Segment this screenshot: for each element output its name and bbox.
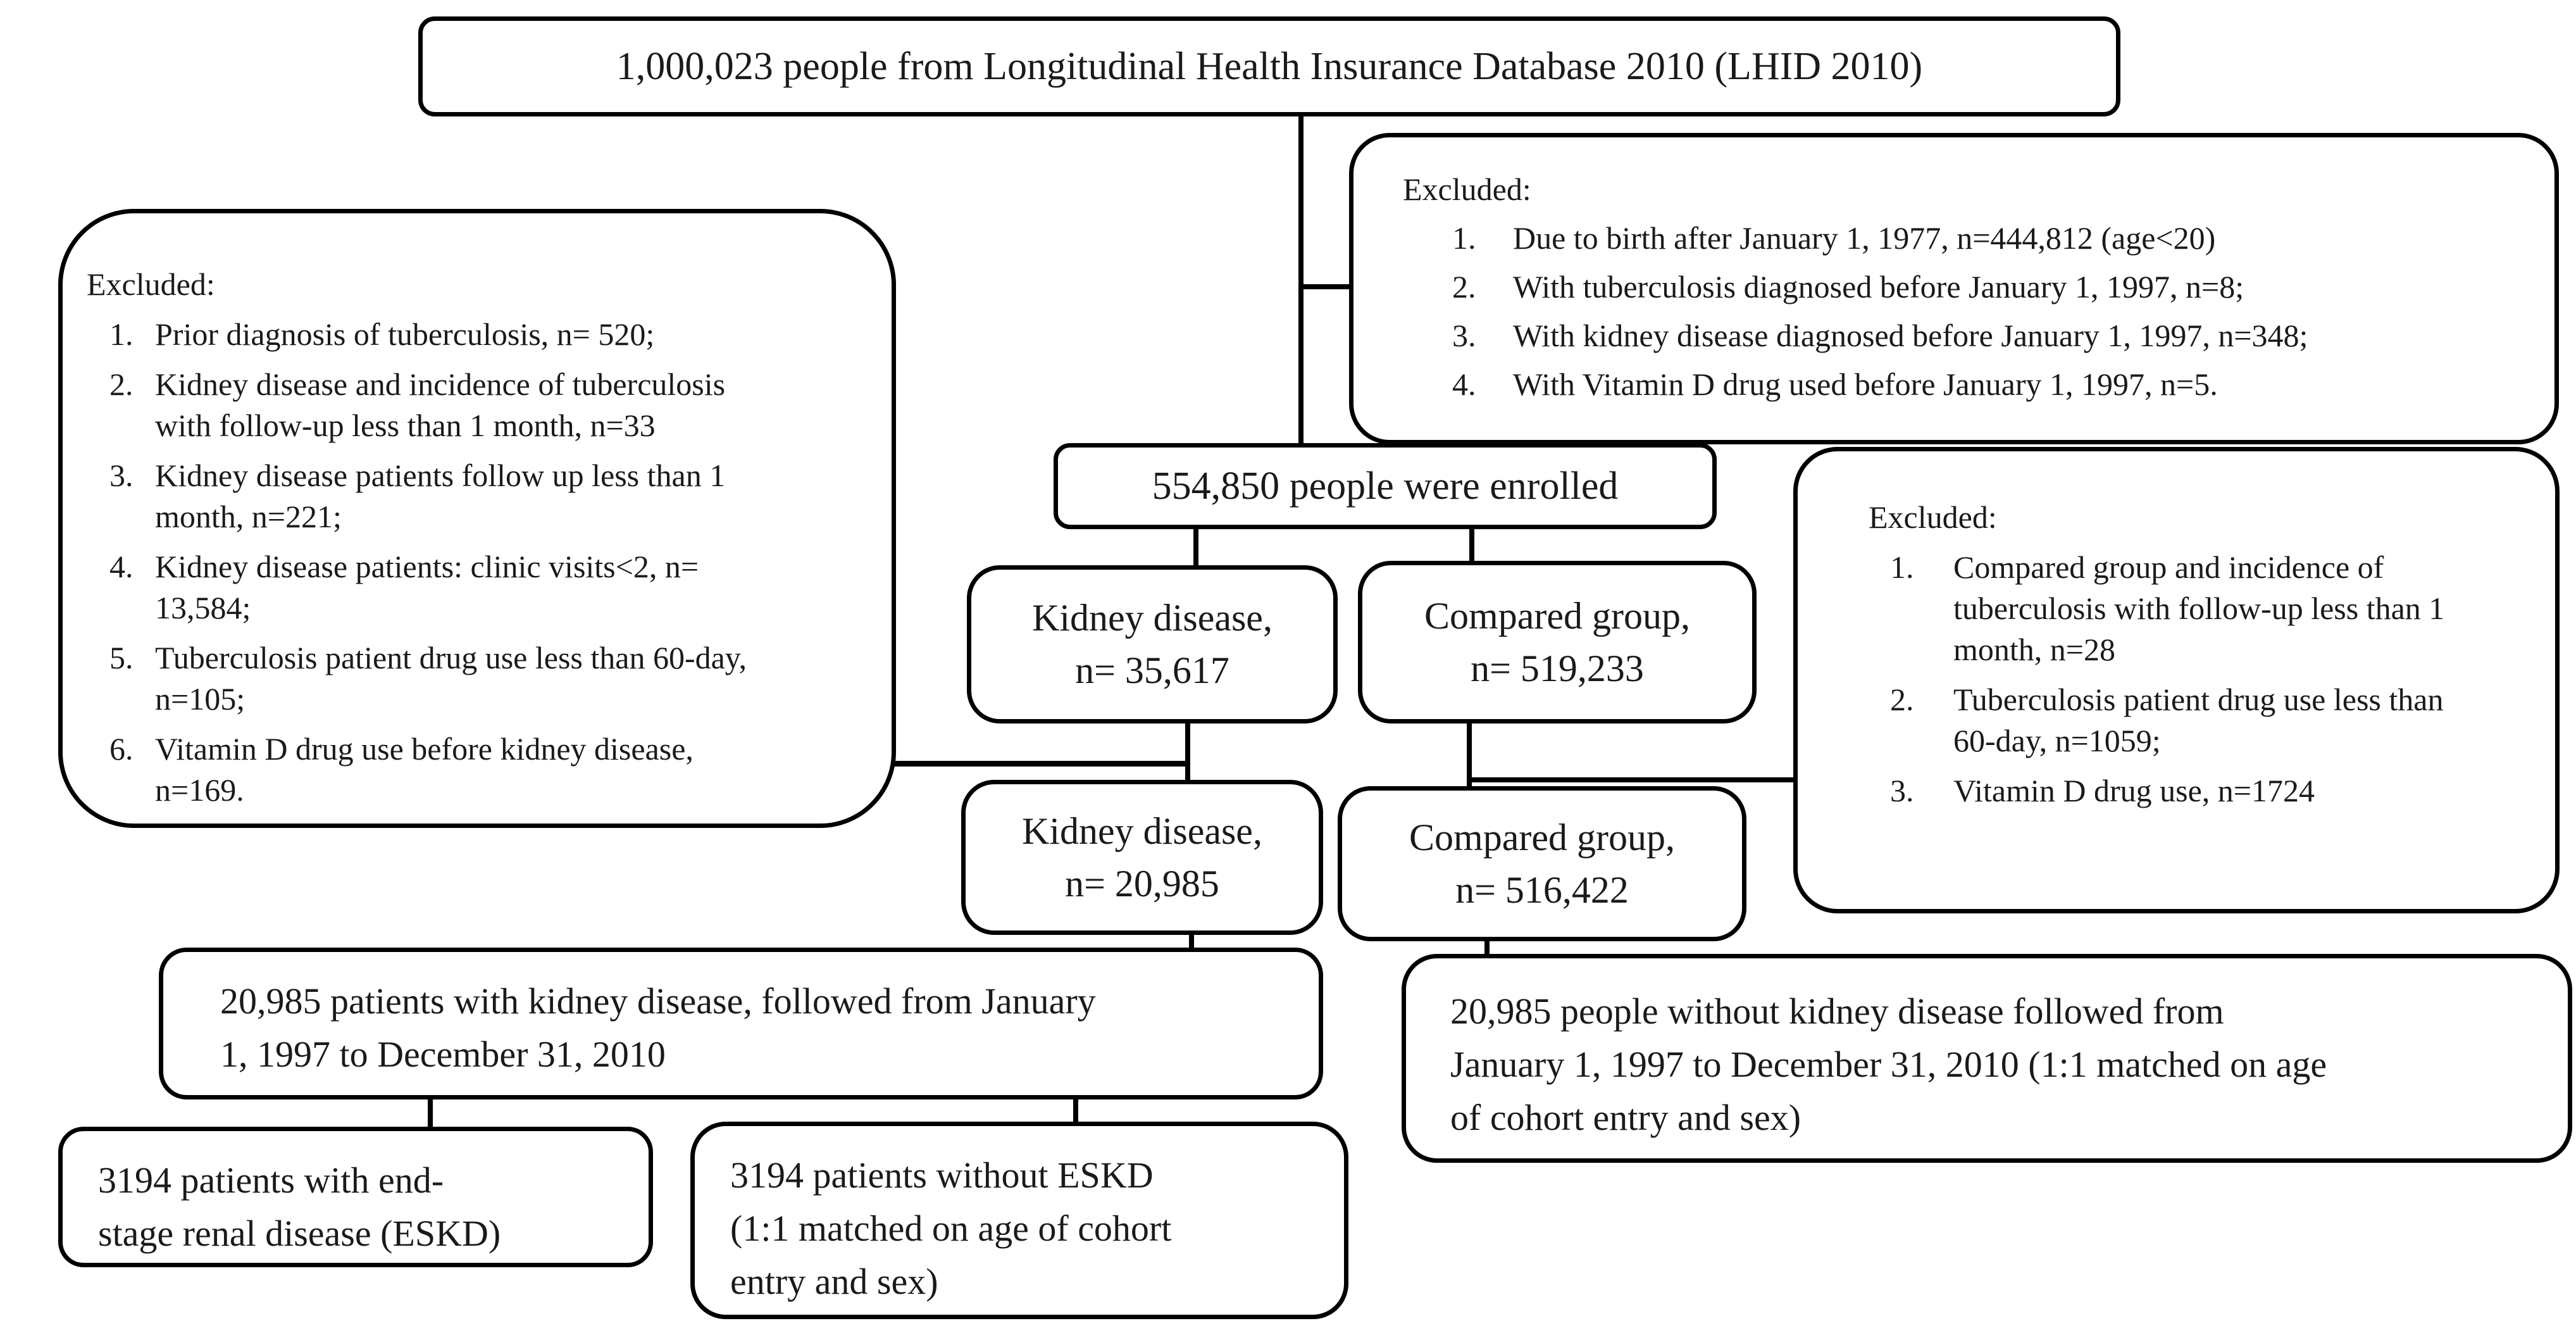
excluded-list-item: 1. Due to birth after January 1, 1977, n… xyxy=(1452,220,2216,256)
excluded-list-item: 1. Compared group and incidence of tuber… xyxy=(1890,549,2445,667)
connector-followup-eskd xyxy=(428,1097,433,1129)
compared-group-final-text: Compared group, n= 516,422 xyxy=(1409,816,1675,911)
kidney-disease-final-box: Kidney disease, n= 20,985 xyxy=(961,780,1323,935)
excluded-list: 1. Due to birth after January 1, 1977, n… xyxy=(1353,218,2554,405)
excluded-list-item: 2. Tuberculosis patient drug use less th… xyxy=(1890,682,2444,758)
excluded-list-item: 6. Vitamin D drug use before kidney dise… xyxy=(109,731,694,808)
connector-kidney-vertical xyxy=(1185,721,1190,782)
connector-enrolled-compared xyxy=(1469,527,1474,563)
eskd-patients-box: 3194 patients with end- stage renal dise… xyxy=(58,1127,653,1267)
kidney-disease-initial-box: Kidney disease, n= 35,617 xyxy=(967,565,1338,724)
excluded-title: Excluded: xyxy=(1869,499,1997,535)
kidney-disease-initial-text: Kidney disease, n= 35,617 xyxy=(1032,597,1272,691)
compared-group-final-box: Compared group, n= 516,422 xyxy=(1338,786,1746,941)
eskd-patients-text: 3194 patients with end- stage renal dise… xyxy=(98,1160,501,1255)
excluded-mid-right-box: Excluded: 1. Compared group and incidenc… xyxy=(1793,447,2560,913)
excluded-list-item: 2. With tuberculosis diagnosed before Ja… xyxy=(1452,269,2244,304)
connector-enrolled-kidney xyxy=(1193,528,1198,567)
excluded-list-item: 4. Kidney disease patients: clinic visit… xyxy=(109,549,699,625)
connector-to-excluded-mid xyxy=(1467,777,1795,782)
excluded-list-item: 1. Prior diagnosis of tuberculosis, n= 5… xyxy=(109,316,655,352)
excluded-list-item: 5. Tuberculosis patient drug use less th… xyxy=(109,640,747,717)
source-population-text: 1,000,023 people from Longitudinal Healt… xyxy=(616,44,1923,88)
excluded-title: Excluded: xyxy=(87,266,215,302)
compared-followup-box: 20,985 people without kidney disease fol… xyxy=(1402,954,2572,1163)
connector-to-excluded-top xyxy=(1298,284,1353,289)
source-population-box: 1,000,023 people from Longitudinal Healt… xyxy=(418,16,2120,116)
excluded-list: 1. Prior diagnosis of tuberculosis, n= 5… xyxy=(63,314,892,811)
connector-main-vertical xyxy=(1298,116,1304,446)
compared-followup-text: 20,985 people without kidney disease fol… xyxy=(1450,991,2327,1139)
excluded-list-item: 3. Vitamin D drug use, n=1724 xyxy=(1890,773,2315,808)
kidney-followup-text: 20,985 patients with kidney disease, fol… xyxy=(220,980,1096,1075)
excluded-list-item: 3. Kidney disease patients follow up les… xyxy=(109,458,726,534)
connector-followup-noneskd xyxy=(1073,1097,1078,1124)
enrolled-box: 554,850 people were enrolled xyxy=(1054,443,1717,529)
excluded-list: 1. Compared group and incidence of tuber… xyxy=(1798,547,2555,811)
non-eskd-patients-box: 3194 patients without ESKD (1:1 matched … xyxy=(690,1122,1348,1319)
compared-group-initial-text: Compared group, n= 519,233 xyxy=(1424,594,1690,689)
excluded-left-box: Excluded: 1. Prior diagnosis of tubercul… xyxy=(58,209,896,828)
non-eskd-patients-text: 3194 patients without ESKD (1:1 matched … xyxy=(730,1155,1172,1303)
excluded-list-item: 4. With Vitamin D drug used before Janua… xyxy=(1452,366,2218,402)
connector-from-excluded-left xyxy=(893,761,1190,767)
enrolled-text: 554,850 people were enrolled xyxy=(1152,464,1619,508)
excluded-list-item: 3. With kidney disease diagnosed before … xyxy=(1452,318,2308,353)
kidney-disease-final-text: Kidney disease, n= 20,985 xyxy=(1022,810,1262,905)
excluded-title: Excluded: xyxy=(1403,172,1531,207)
compared-group-initial-box: Compared group, n= 519,233 xyxy=(1358,561,1757,724)
kidney-followup-box: 20,985 patients with kidney disease, fol… xyxy=(159,948,1323,1099)
connector-kidneyfinal-followup xyxy=(1189,932,1194,950)
excluded-top-right-box: Excluded: 1. Due to birth after January … xyxy=(1349,133,2559,444)
excluded-list-item: 2. Kidney disease and incidence of tuber… xyxy=(109,366,726,443)
connector-compared-vertical xyxy=(1467,721,1472,789)
connector-comparedfinal-followup xyxy=(1484,939,1490,956)
